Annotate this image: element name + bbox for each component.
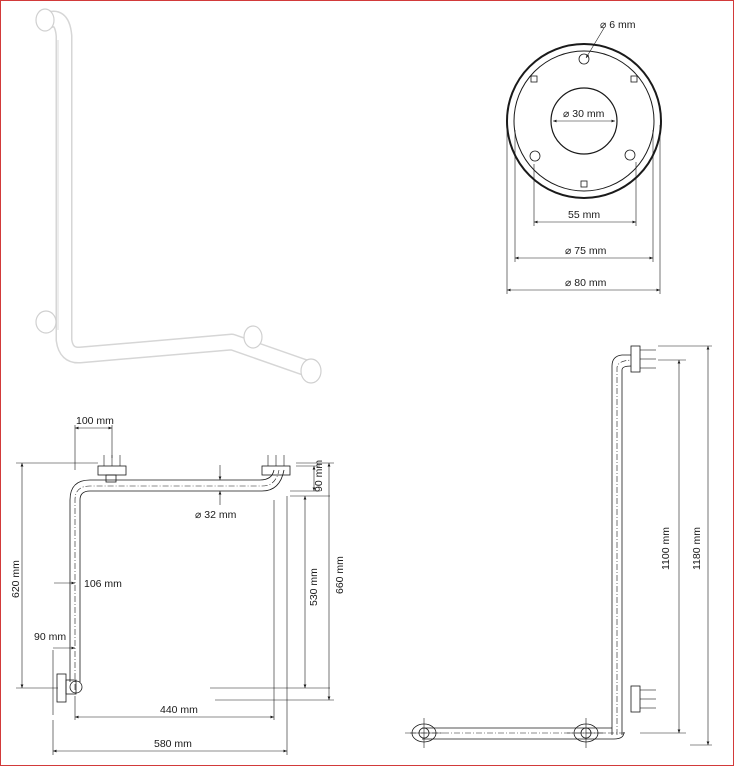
rosette-diameter-label: ⌀ 80 mm xyxy=(565,277,607,289)
corner-rosette xyxy=(243,325,263,349)
total-depth-label: 620 mm xyxy=(10,560,22,598)
fixing-hole xyxy=(529,150,541,162)
cover-diameter-label: ⌀ 75 mm xyxy=(565,245,607,257)
wall-rosette xyxy=(56,673,67,703)
rosette-section-view: ⌀ 6 mm ⌀ 30 mm 55 mm ⌀ 75 mm ⌀ 80 mm xyxy=(506,19,662,294)
wall-rosette xyxy=(97,465,127,476)
side-view: 1100 mm 1180 mm xyxy=(405,345,712,748)
top-rosette xyxy=(630,345,641,373)
total-height-label: 1180 mm xyxy=(691,527,703,570)
inner-width-label: 440 mm xyxy=(160,704,198,716)
hole-diameter-label: ⌀ 6 mm xyxy=(600,19,636,31)
inner-depth-label: 530 mm xyxy=(308,568,320,606)
wall-offset-label: 90 mm xyxy=(34,631,66,643)
product-illustration xyxy=(35,8,322,384)
inner-diameter-label: ⌀ 30 mm xyxy=(563,108,605,120)
wall-rosette xyxy=(261,465,291,476)
lower-rosette xyxy=(35,310,57,334)
hole-spacing-label: 55 mm xyxy=(568,209,600,221)
fixing-hole xyxy=(624,149,636,161)
tube-diameter-label: ⌀ 32 mm xyxy=(195,509,237,521)
inner-offset-label: 106 mm xyxy=(84,578,122,590)
fixing-hole xyxy=(578,53,590,65)
outer-depth-label: 660 mm xyxy=(334,556,346,594)
top-rosette xyxy=(35,8,55,32)
drop-label: 90 mm xyxy=(313,460,325,492)
inner-height-label: 1100 mm xyxy=(660,527,672,570)
end-rosette xyxy=(300,358,322,384)
lower-rosette xyxy=(630,685,641,713)
rosette-offset-label: 100 mm xyxy=(76,415,114,427)
total-width-label: 580 mm xyxy=(154,738,192,750)
plan-view: 100 mm ⌀ 32 mm 90 mm 620 mm 106 mm 90 mm… xyxy=(10,415,346,755)
